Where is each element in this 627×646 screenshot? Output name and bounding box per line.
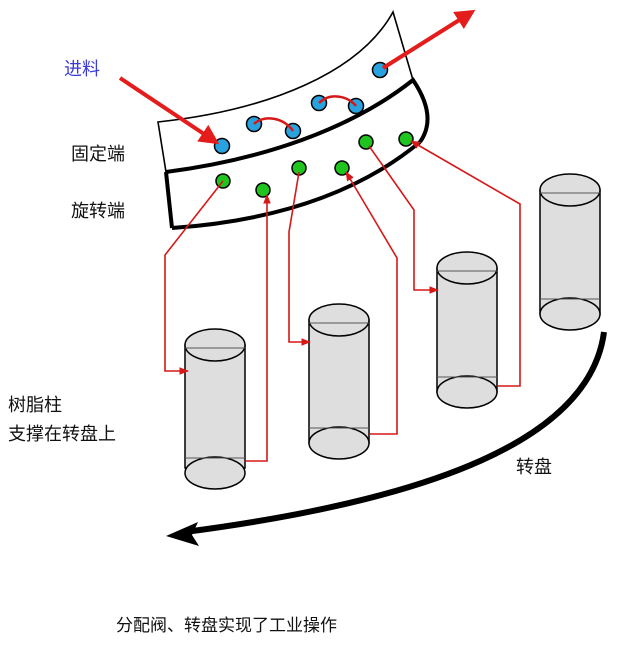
pipe-port5-to-column3-top [368,145,439,294]
column-body [184,344,246,469]
rotating-port-2 [255,182,271,198]
diagram-caption: 分配阀、转盘实现了工业操作 [116,616,337,636]
fixed-end-label: 固定端 [71,144,125,165]
pipe-column3-bottom-to-port6 [410,140,521,387]
turntable-label: 转盘 [516,457,552,478]
column-top [308,303,370,337]
ring-bottom-edge [171,140,422,230]
feed-arrow [118,76,220,145]
ring-left-edge [164,171,174,229]
pipe-port3-to-column2-top [288,171,311,346]
pipe-column1-bottom-to-port2 [246,194,271,462]
rotating-ring-band [166,80,428,228]
resin-column-1 [184,328,246,490]
pipe-port1-to-column1-top [164,180,224,375]
rotating-port-5 [358,134,374,150]
resin-column-label-line1: 树脂柱 [8,395,62,416]
piping [164,140,521,462]
port-link-b [318,95,357,107]
column-body [308,319,370,444]
column-top [436,251,498,285]
outlet-arrow [381,9,476,70]
column-bottom [184,456,246,490]
column-body [436,267,498,393]
valve-body [157,9,430,230]
column-bottom [308,426,370,460]
resin-column-4 [539,173,601,331]
turntable-arc [184,331,607,535]
ring-divider-line [165,77,430,174]
rotating-port-4 [334,160,350,176]
port-link-a [253,117,295,132]
pipe-column2-bottom-to-port4 [345,171,398,435]
turntable-arrowhead [166,522,199,546]
turntable-arrow [166,331,607,546]
feed-label: 进料 [64,59,100,80]
column-top [539,173,601,207]
rotating-end-ports [215,131,414,198]
column-bottom [539,297,601,331]
rotating-port-6 [398,131,414,147]
fixed-port-links [253,95,357,132]
resin-column-3 [436,251,498,409]
column-bottom [436,375,498,409]
rotating-end-label: 旋转端 [71,201,125,222]
column-top [184,328,246,362]
resin-column-label-line2: 支撑在转盘上 [8,424,116,445]
column-body [539,189,601,315]
resin-column-2 [308,303,370,460]
